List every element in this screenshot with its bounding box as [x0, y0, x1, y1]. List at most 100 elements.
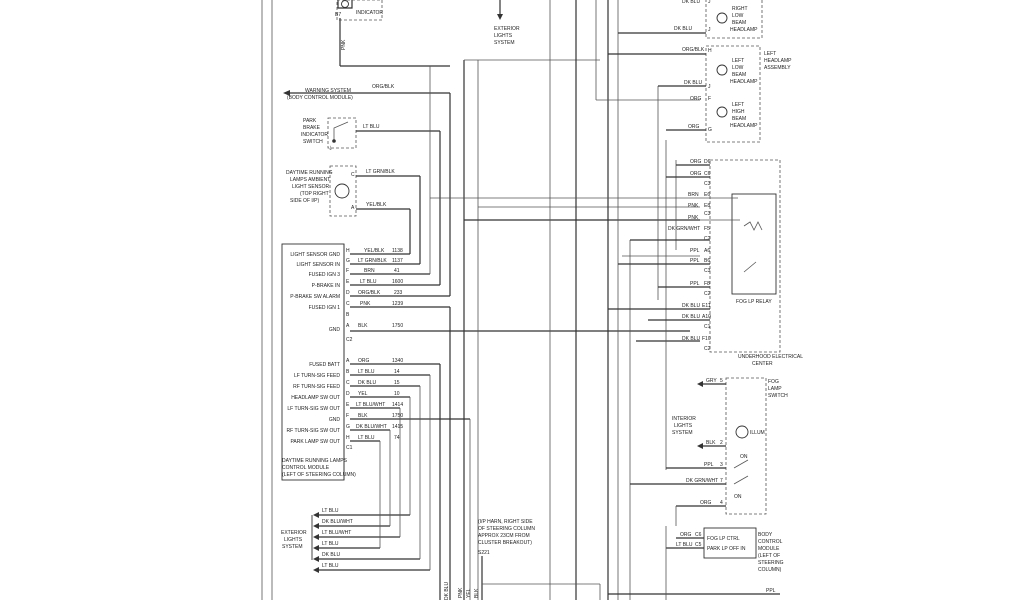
ext-wire-label-3: LT BLU: [322, 541, 339, 547]
switch-node: [332, 139, 336, 143]
left-low-label-4: HEADLAMP: [730, 79, 758, 85]
fs-wire-0: GRY: [706, 378, 717, 384]
right-low-wire-label: DK BLU: [674, 26, 692, 32]
drl-title-3: (LEFT OF STEERING COLUMN): [282, 472, 356, 478]
uh-pin-5: F5: [704, 226, 710, 232]
drl-c1-pin-4: E: [346, 402, 350, 408]
indicator-label: INDICATOR: [356, 10, 383, 16]
arrow-left-icon: [313, 567, 319, 573]
uh-wire-5: DK GRN/WHT: [668, 226, 700, 232]
sensor-label-1: DAYTIME RUNNING: [286, 170, 333, 176]
left-high-label-3: BEAM: [732, 116, 746, 122]
splice-group: (I/P HARN, RIGHT SIDE OF STEERING COLUMN…: [444, 519, 601, 600]
uh-wire-11: DK BLU: [682, 336, 700, 342]
fog-switch-label-2: LAMP: [768, 386, 782, 392]
body-control-module: BODY CONTROL MODULE (LEFT OF STEERING CO…: [608, 527, 784, 595]
exterior-bottom-label-3: SYSTEM: [282, 544, 303, 550]
left-low-wire-label: ORG/BLK: [682, 47, 705, 53]
uh-pin-7: B6: [704, 258, 710, 264]
park-brake-label-3: INDICATOR: [301, 132, 328, 138]
drl-c1-circuit-4: 1414: [392, 402, 403, 408]
indicator-pin: B7: [335, 12, 341, 18]
uh-conn-7: C3: [704, 268, 711, 274]
uh-pin-0: D6: [704, 159, 711, 165]
left-headlamp-assembly-box: [705, 45, 761, 143]
drl-c2-label-1: LIGHT SENSOR IN: [296, 262, 340, 268]
uh-wire-1: ORG: [690, 171, 702, 177]
fs-on-1: ON: [740, 454, 748, 460]
drl-c2-circuit-1: 1137: [392, 258, 403, 264]
exterior-top-label-2: LIGHTS: [494, 33, 513, 39]
splice-id: S221: [478, 550, 490, 556]
pnk-left-label: PNK: [341, 39, 347, 50]
drl-c2-wire-1: LT GRN/BLK: [358, 258, 387, 264]
bcm-label-6: COLUMN): [758, 567, 782, 573]
fs-pin-0: 5: [720, 378, 723, 384]
uh-conn-1: C3: [704, 181, 711, 187]
drl-c1-wire-4: LT BLU/WHT: [356, 402, 385, 408]
drl-c2-wire-0: YEL/BLK: [364, 248, 385, 254]
bcm-label-3: MODULE: [758, 546, 780, 552]
splice-text-4: CLUSTER BREAKOUT): [478, 540, 532, 546]
drl-c2-pin-6: B: [346, 312, 350, 318]
bcm-box: [703, 527, 757, 559]
drl-c1-circuit-5: 1750: [392, 413, 403, 419]
sensor-label-5: SIDE OF I/P): [290, 198, 320, 204]
warning-system-group: WARNING SYSTEM (BODY CONTROL MODULE) ORG…: [283, 84, 450, 101]
splice-text-3: APPROX 23CM FROM: [478, 533, 530, 539]
uh-pin-11: F10: [702, 336, 711, 342]
uh-conn-8: C2: [704, 291, 711, 297]
uh-wire-8: PPL: [690, 281, 700, 287]
fs-pin-1: 2: [720, 440, 723, 446]
interior-label-1: INTERIOR: [672, 416, 696, 422]
bcm-inner-2: PARK LP OFF IN: [707, 546, 746, 552]
warning-system-label-2: (BODY CONTROL MODULE): [287, 95, 353, 101]
left-low-label-3: BEAM: [732, 72, 746, 78]
ext-wire-label-1: DK BLU/WHT: [322, 519, 353, 525]
interior-label-2: LIGHTS: [674, 423, 693, 429]
ambient-sensor-group: DAYTIME RUNNING LAMPS AMBIENT LIGHT SENS…: [286, 165, 420, 217]
warning-system-label-1: WARNING SYSTEM: [305, 88, 351, 94]
right-low-label-4: HEADLAMP: [730, 27, 758, 33]
arrow-left-icon: [283, 90, 290, 96]
switch-contact-icon: [733, 459, 749, 469]
splice-text-1: (I/P HARN, RIGHT SIDE: [478, 519, 533, 525]
drl-c1-wire-0: ORG: [358, 358, 370, 364]
underhood-title-2: CENTER: [752, 361, 773, 367]
drl-c1-label-6: RF TURN-SIG SW OUT: [286, 428, 340, 434]
drl-c1-wire-7: LT BLU: [358, 435, 375, 441]
sensor-label-3: LIGHT SENSOR: [292, 184, 330, 190]
fog-relay-box: [731, 193, 777, 295]
ground-icon: ⏚: [328, 145, 333, 152]
uh-wire-2: BRN: [688, 192, 699, 198]
drl-c1-pin-5: F: [346, 413, 349, 419]
drl-c2-wire-2: BRN: [364, 268, 375, 274]
drl-c1-wire-5: BLK: [358, 413, 368, 419]
left-high-label-4: HEADLAMP: [730, 123, 758, 129]
drl-c1-label-5: GND: [329, 417, 341, 423]
splice-text-2: OF STEERING COLUMN: [478, 526, 535, 532]
drl-title-1: DAYTIME RUNNING LAMPS: [282, 458, 348, 464]
right-top-wire: DK BLU: [682, 0, 700, 5]
headlamps-group: DK BLU J RIGHT LOW BEAM HEADLAMP DK BLU …: [608, 0, 792, 143]
drl-c1-pin-1: B: [346, 369, 350, 375]
arrow-down-icon: [497, 14, 503, 20]
drl-c1-pin-2: C: [346, 380, 350, 386]
drl-c1-pin-3: D: [346, 391, 350, 397]
drl-c2-circuit-3: 1600: [392, 279, 403, 285]
exterior-bottom-label-2: LIGHTS: [284, 537, 303, 543]
top-exterior-lights: EXTERIOR LIGHTS SYSTEM: [494, 0, 520, 46]
fs-wire-2: PPL: [704, 462, 714, 468]
uh-conn-3: C3: [704, 211, 711, 217]
drl-c2-label-5: FUSED IGN 1: [309, 305, 341, 311]
bcm-pin-1: C5: [695, 542, 702, 548]
uh-wire-3: PNK: [688, 203, 699, 209]
drl-c1-label-7: PARK LAMP SW OUT: [290, 439, 340, 445]
left-high-wire-j-label: DK BLU: [684, 80, 702, 86]
exterior-lights-bottom: EXTERIOR LIGHTS SYSTEM LT BLU DK BLU/WHT…: [281, 508, 430, 573]
drl-c1-label-3: HEADLAMP SW OUT: [291, 395, 340, 401]
relay-contact-icon: [743, 261, 757, 273]
ext-wire-label-4: DK BLU: [322, 552, 340, 558]
drl-c2-pin-4: D: [346, 290, 350, 296]
